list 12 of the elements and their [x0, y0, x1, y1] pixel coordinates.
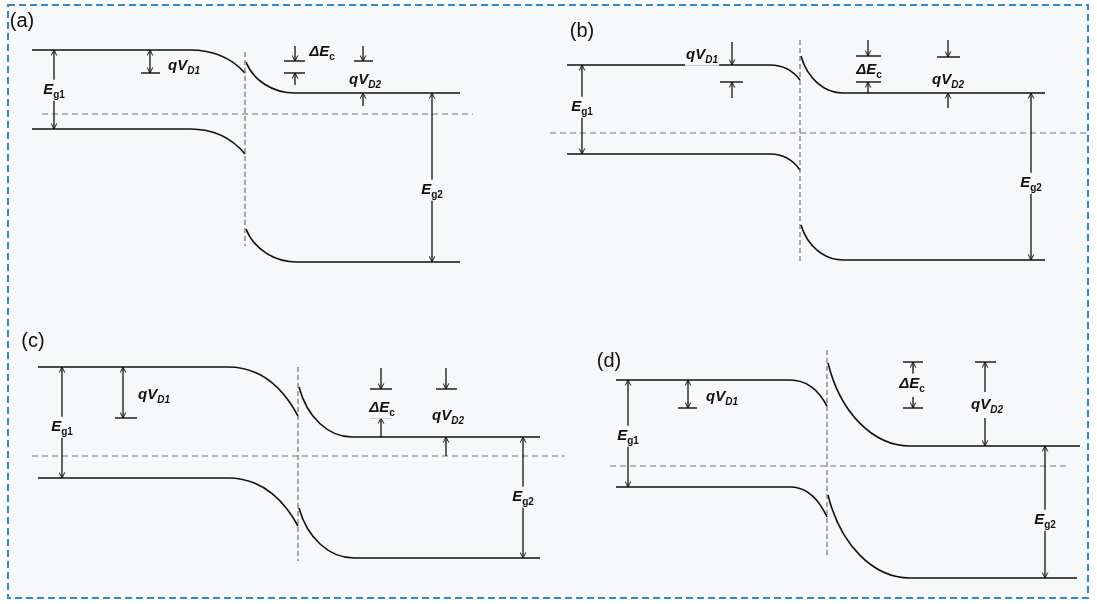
bandgap-label: E$_{g2}$	[1033, 509, 1057, 531]
bandgap-label: E$_{g2}$	[420, 179, 444, 201]
bandgap-label: E$_{g1}$	[50, 416, 74, 438]
bandgap-label: E$_{g2}$	[511, 486, 535, 508]
panel-label: (a)	[8, 8, 36, 32]
bandgap-label: E$_{g2}$	[1019, 172, 1043, 194]
bandgap-label: E$_{g1}$	[42, 79, 66, 101]
panel-label: (b)	[568, 18, 596, 42]
panel-label: (d)	[595, 348, 623, 372]
bandgap-label: E$_{g1}$	[570, 96, 594, 118]
panel-label: (c)	[20, 328, 46, 352]
bandgap-label: E$_{g1}$	[616, 425, 640, 447]
